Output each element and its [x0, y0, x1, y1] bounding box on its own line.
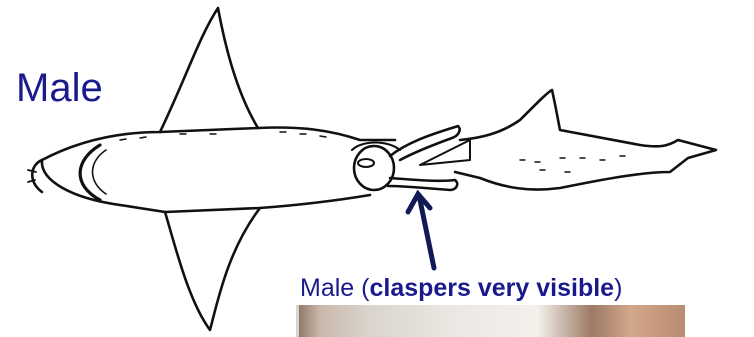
shark-body-outline — [42, 128, 395, 161]
caption-prefix: Male ( — [300, 274, 369, 302]
male-label: Male — [16, 68, 103, 108]
clasper-photo — [296, 305, 685, 337]
photo-edge — [296, 305, 299, 337]
pectoral-fin-lower — [165, 208, 260, 330]
pelvic-fins — [354, 146, 394, 190]
clasper-upper — [390, 126, 460, 160]
tail-outline — [455, 90, 716, 190]
pectoral-fin-upper — [160, 8, 258, 132]
caption-suffix: ) — [614, 274, 622, 302]
mouth — [80, 145, 100, 200]
caption: Male (claspers very visible) — [300, 276, 752, 301]
pointer-arrow — [408, 194, 434, 268]
caption-bold: claspers very visible — [369, 274, 614, 302]
clasper-lower — [388, 178, 457, 190]
